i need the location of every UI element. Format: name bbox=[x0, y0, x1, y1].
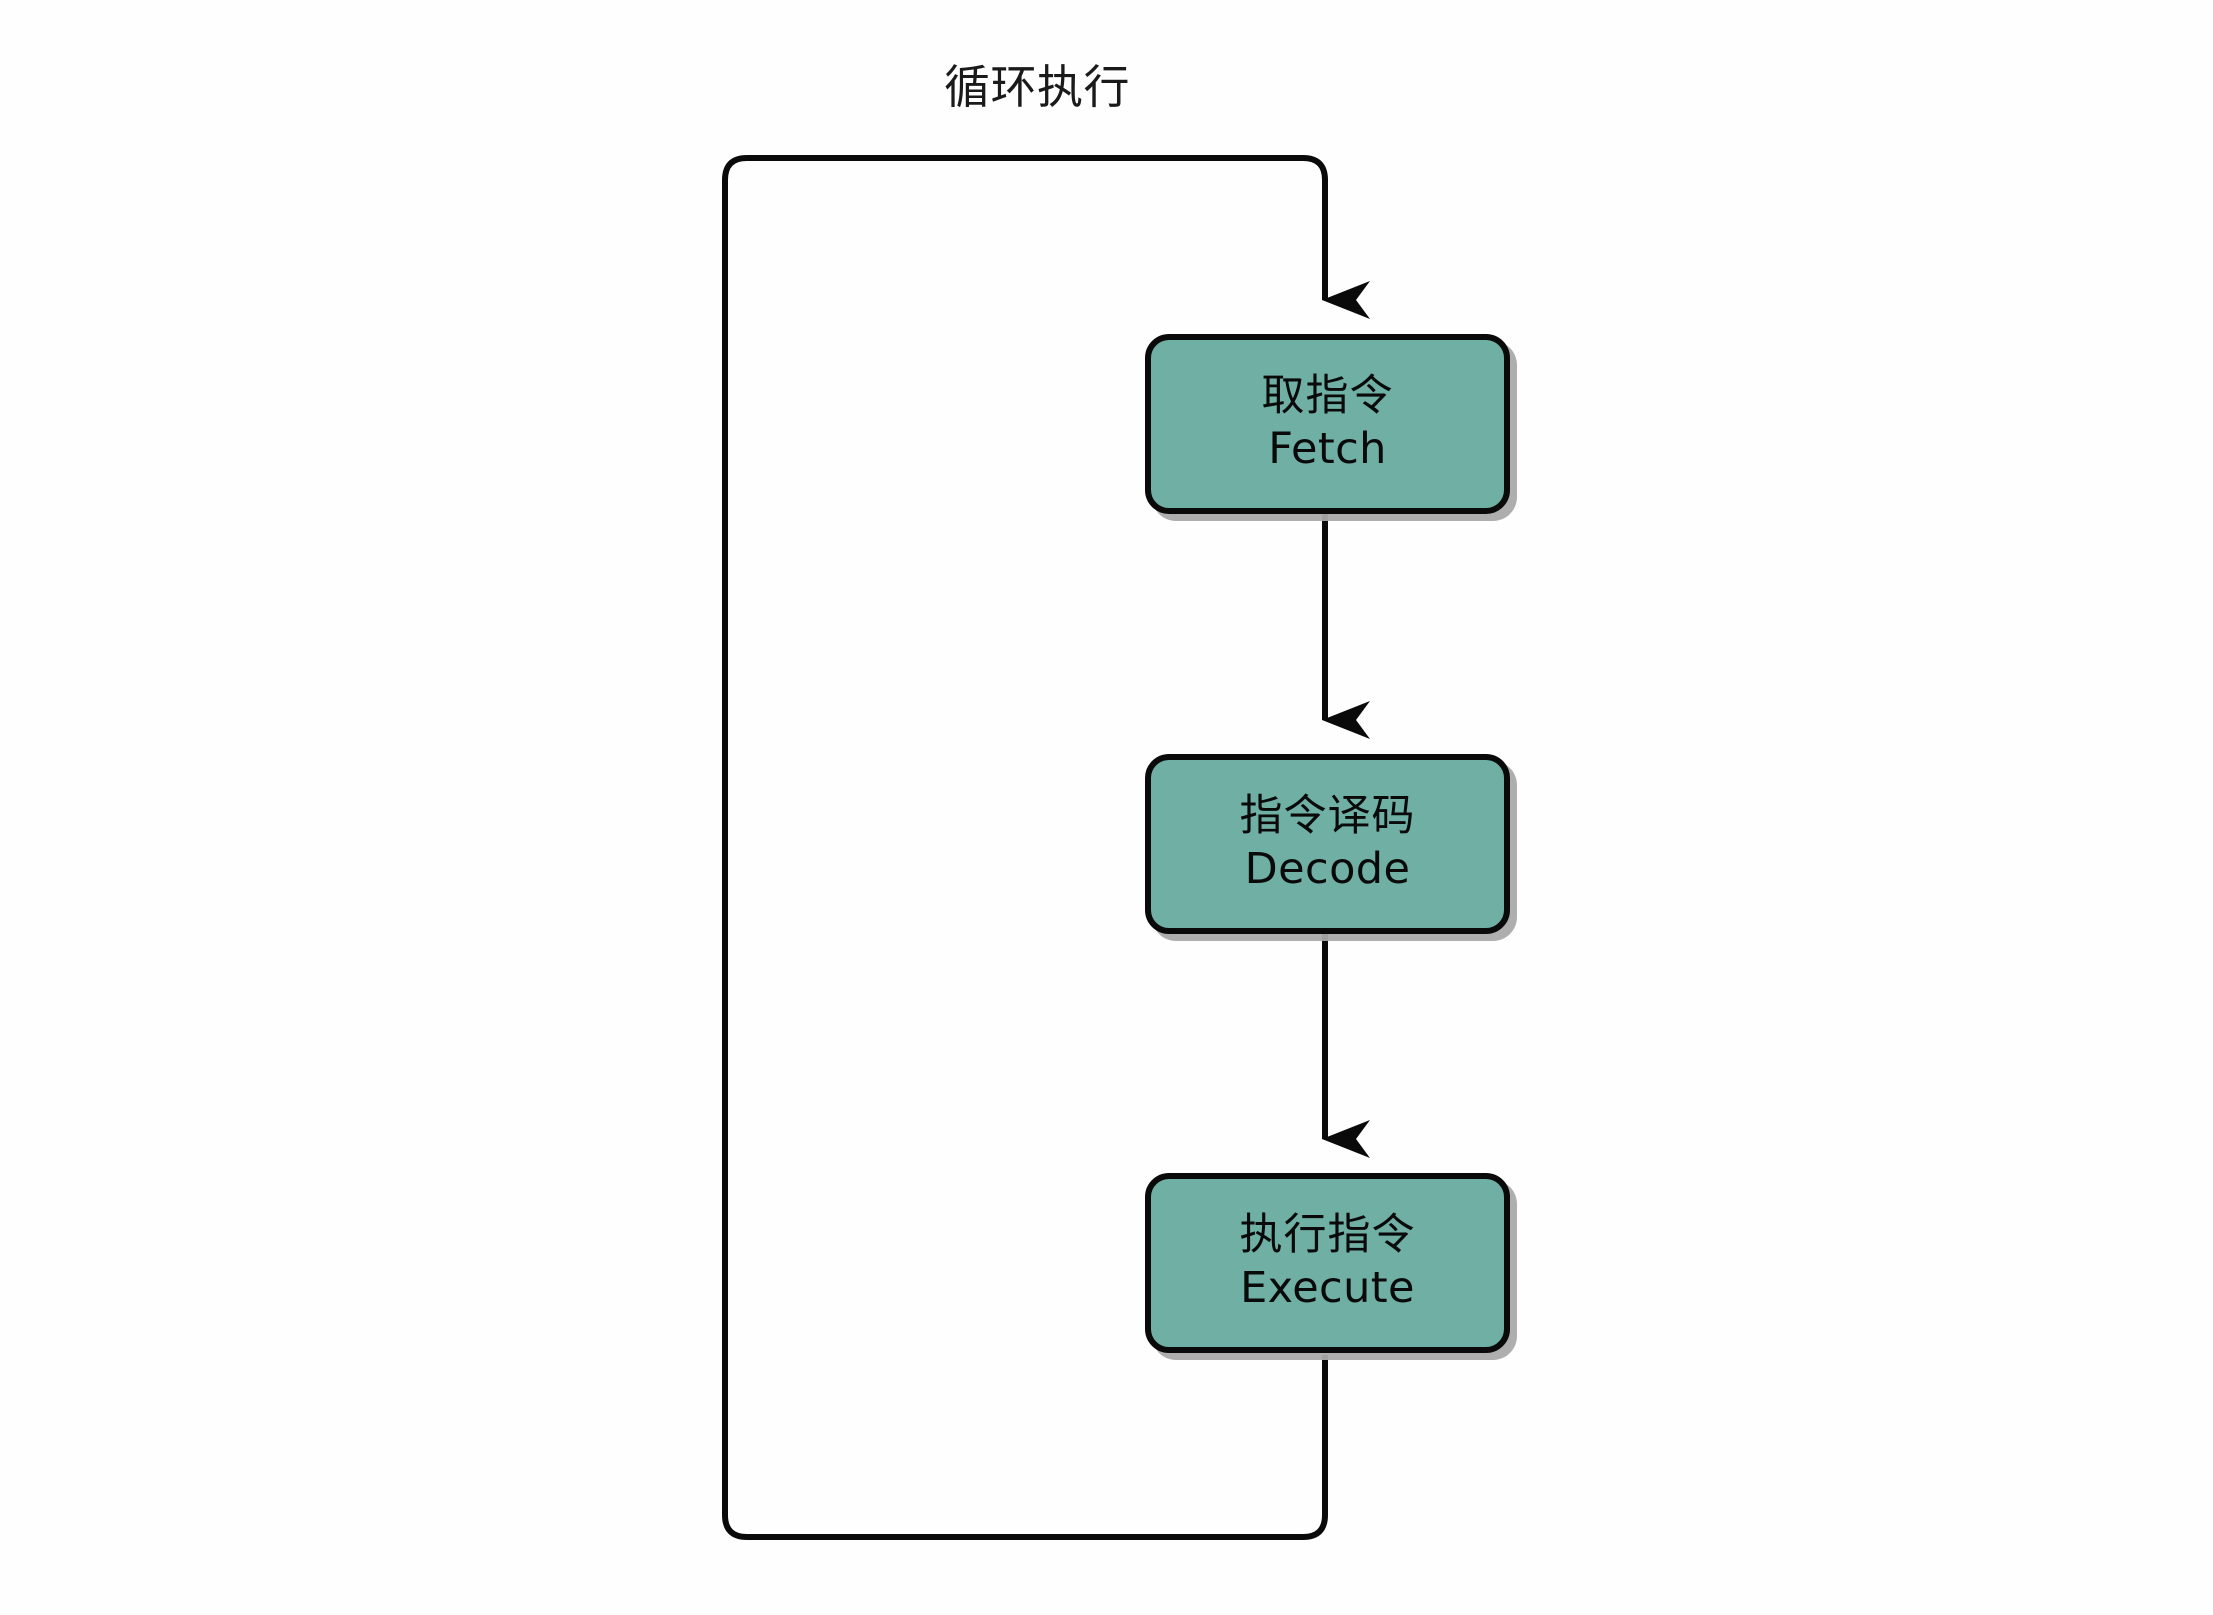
stage-box-fetch[interactable]: 取指令 Fetch bbox=[1145, 334, 1510, 514]
stage-execute-label-cn: 执行指令 bbox=[1239, 1210, 1416, 1261]
stage-fetch-label-en: Fetch bbox=[1268, 423, 1387, 474]
stage-execute-label-en: Execute bbox=[1240, 1262, 1415, 1313]
stage-decode-label-en: Decode bbox=[1244, 843, 1411, 894]
stage-box-decode[interactable]: 指令译码 Decode bbox=[1145, 754, 1510, 934]
stage-box-execute[interactable]: 执行指令 Execute bbox=[1145, 1173, 1510, 1353]
stage-fetch-label-cn: 取指令 bbox=[1261, 371, 1394, 422]
loop-label: 循环执行 bbox=[944, 60, 1130, 114]
loop-return-connector bbox=[722, 155, 1370, 1540]
stage-decode-label-cn: 指令译码 bbox=[1239, 791, 1416, 842]
